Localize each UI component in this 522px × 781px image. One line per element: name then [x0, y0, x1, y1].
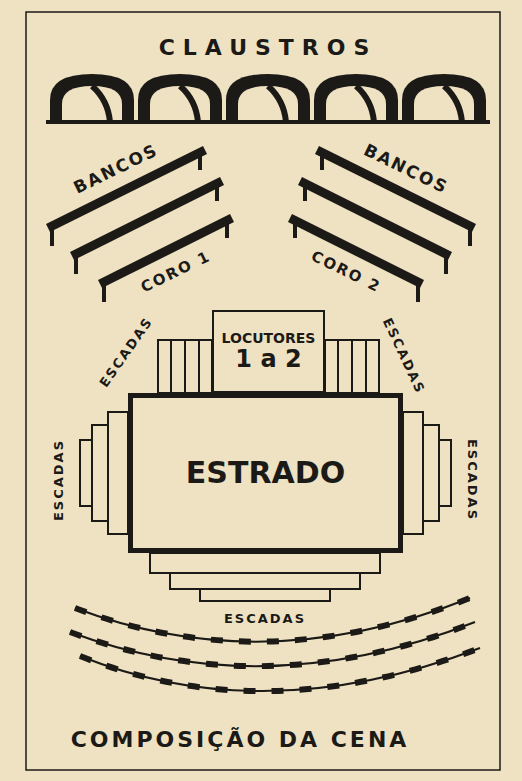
box-text: ESTRADO: [186, 456, 345, 491]
stairs-label: ESCADAS: [52, 439, 65, 521]
arch-opening: [150, 86, 210, 122]
stairs-label: ESCADAS: [381, 316, 427, 396]
stairs-label: ESCADAS: [224, 612, 306, 625]
box-text: LOCUTORES: [222, 330, 316, 346]
speakers-box: LOCUTORES1 a 2: [212, 310, 325, 393]
arch: [226, 74, 310, 122]
arch: [50, 74, 134, 122]
caption: COMPOSIÇÃO DA CENA: [71, 729, 410, 751]
stage-platform: ESTRADO: [128, 393, 403, 553]
box-text: 1 a 2: [235, 346, 301, 374]
arch-opening: [414, 86, 474, 122]
cloister-base: [46, 120, 490, 124]
stairs-label: ESCADAS: [97, 315, 155, 390]
benches-left: [48, 150, 232, 302]
bench-label: BANCOS: [71, 141, 161, 196]
arch: [314, 74, 398, 122]
arch: [402, 74, 486, 122]
arch-shadow: [92, 86, 110, 122]
arch-shadow: [444, 86, 462, 122]
audience-waves: [70, 598, 480, 691]
bench-label: BANCOS: [361, 141, 451, 196]
arch: [138, 74, 222, 122]
arch-opening: [62, 86, 122, 122]
arch-shadow: [268, 86, 286, 122]
benches-right: [290, 150, 474, 302]
arch-shadow: [180, 86, 198, 122]
stairs-label: ESCADAS: [466, 439, 479, 521]
arch-shadow: [356, 86, 374, 122]
cloister-label: CLAUSTROS: [159, 37, 378, 59]
arch-opening: [238, 86, 298, 122]
cloister-arches: [50, 74, 486, 122]
page-frame: [26, 12, 500, 770]
arch-opening: [326, 86, 386, 122]
